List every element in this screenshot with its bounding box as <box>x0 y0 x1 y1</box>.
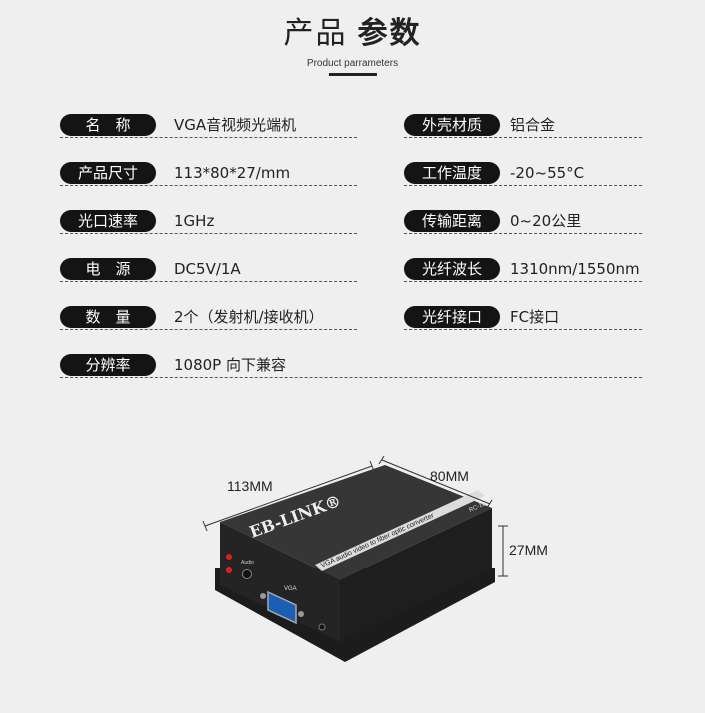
spec-label: 传输距离 <box>404 210 500 232</box>
front-screw-icon <box>318 623 326 631</box>
spec-label: 工作温度 <box>404 162 500 184</box>
page-subtitle: Product parrameters <box>306 58 399 69</box>
spec-row-distance: 传输距离 0~20公里 <box>404 210 642 234</box>
spec-value: 1GHz <box>174 212 215 230</box>
led-indicator-top <box>226 554 232 560</box>
spec-row-size: 产品尺寸 113*80*27/mm <box>60 162 357 186</box>
length-dimension-line <box>204 465 373 527</box>
vga-screw-left <box>260 593 266 599</box>
spec-label: 数 量 <box>60 306 156 328</box>
spec-row-material: 外壳材质 铝合金 <box>404 114 642 138</box>
page-title: 产品参数 <box>284 8 422 52</box>
dimension-height-label: 27MM <box>509 542 548 558</box>
page-header: 产品参数 Product parrameters <box>0 8 705 76</box>
spec-value: FC接口 <box>510 308 560 326</box>
spec-value: 1310nm/1550nm <box>510 260 640 278</box>
width-dimension-line <box>381 459 491 505</box>
title-part-b: 参数 <box>357 16 422 51</box>
spec-row-fiber-interface: 光纤接口 FC接口 <box>404 306 642 330</box>
vga-port-label: VGA <box>284 586 297 592</box>
device-right-face <box>340 508 492 642</box>
spec-value: 铝合金 <box>510 116 556 134</box>
spec-label: 分辨率 <box>60 354 156 376</box>
audio-port-label: Audio <box>241 560 254 566</box>
spec-value: 113*80*27/mm <box>174 164 291 182</box>
spec-row-wavelength: 光纤波长 1310nm/1550nm <box>404 258 642 282</box>
spec-row-rate: 光口速率 1GHz <box>60 210 357 234</box>
spec-value: 2个（发射机/接收机） <box>174 308 324 326</box>
device-illustration: VGA audio video to fiber optic converter… <box>202 455 508 662</box>
spec-label: 外壳材质 <box>404 114 500 136</box>
spec-label: 名 称 <box>60 114 156 136</box>
spec-label: 光纤接口 <box>404 306 500 328</box>
spec-row-temperature: 工作温度 -20~55°C <box>404 162 642 186</box>
device-front-face <box>220 522 340 642</box>
vga-screw-right <box>298 611 304 617</box>
spec-value: DC5V/1A <box>174 260 241 278</box>
spec-label: 产品尺寸 <box>60 162 156 184</box>
device-top-stripe <box>315 490 485 571</box>
led-indicator-bottom <box>226 567 232 573</box>
spec-value: -20~55°C <box>510 164 585 182</box>
spec-row-resolution: 分辨率 1080P 向下兼容 <box>60 354 642 378</box>
title-underline <box>328 73 377 76</box>
spec-label: 光口速率 <box>60 210 156 232</box>
spec-row-power: 电 源 DC5V/1A <box>60 258 357 282</box>
spec-label: 光纤波长 <box>404 258 500 280</box>
audio-jack-icon <box>242 569 252 579</box>
device-top-face <box>220 465 492 580</box>
dimension-length-label: 113MM <box>227 478 273 494</box>
spec-row-quantity: 数 量 2个（发射机/接收机） <box>60 306 357 330</box>
title-part-a: 产品 <box>283 16 348 51</box>
spec-row-name: 名 称 VGA音视频光端机 <box>60 114 357 138</box>
spec-label: 电 源 <box>60 258 156 280</box>
vga-port-icon <box>267 590 297 625</box>
spec-value: 0~20公里 <box>510 212 582 230</box>
spec-value: VGA音视频光端机 <box>174 116 297 134</box>
spec-value: 1080P 向下兼容 <box>174 356 286 374</box>
dimension-width-label: 80MM <box>430 468 469 484</box>
